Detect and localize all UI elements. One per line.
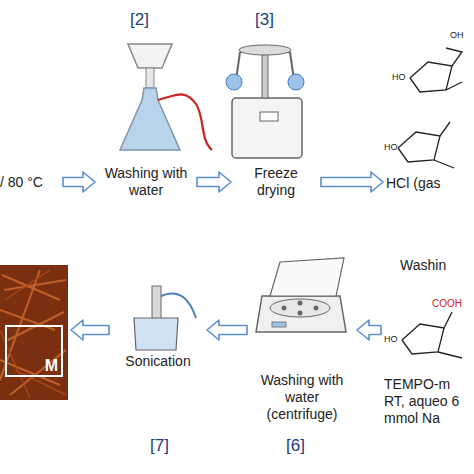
- atom-label: OH: [450, 30, 464, 40]
- step-label: HCl (gas: [386, 172, 472, 194]
- step-label: Freeze drying: [234, 162, 318, 202]
- sonicator: [134, 286, 196, 350]
- step-text: HCl (gas: [386, 175, 472, 192]
- process-arrow: [71, 320, 109, 340]
- callout-number: [7]: [150, 436, 169, 456]
- process-arrow: [197, 172, 231, 192]
- step-label: Washing with water: [98, 162, 194, 202]
- callout-number: [3]: [255, 10, 274, 30]
- atom-label: HO: [384, 334, 398, 344]
- step-label: Sonication: [112, 350, 204, 372]
- cellulose-structure: [398, 48, 462, 358]
- step-label: TEMPO-m RT, aqueo 6 mmol Na: [384, 376, 472, 434]
- photo-panel: M: [0, 265, 68, 400]
- step-text: Washing with water (centrifuge): [250, 372, 354, 423]
- filter-flask: [120, 44, 212, 150]
- step-text: Washing with water: [98, 165, 194, 199]
- step-text: Freeze drying: [234, 165, 318, 199]
- atom-label: HO: [392, 72, 406, 82]
- fibre-photo: [0, 265, 68, 400]
- callout-number: [2]: [130, 10, 149, 30]
- step-text: M: [0, 357, 58, 374]
- atom-label: COOH: [432, 298, 462, 309]
- atom-label: HO: [384, 142, 398, 152]
- freeze-dryer: [226, 45, 304, 158]
- step-text: Washin: [400, 257, 472, 274]
- step-text: / 80 °C: [0, 174, 60, 191]
- step-label: Washing with water (centrifuge): [250, 372, 354, 423]
- process-arrow: [321, 172, 383, 192]
- process-arrow: [207, 320, 247, 340]
- step-text: TEMPO-m RT, aqueo 6 mmol Na: [384, 376, 472, 427]
- centrifuge: [256, 258, 346, 332]
- step-label: Washin: [400, 254, 472, 276]
- callout-number: [6]: [286, 436, 305, 456]
- step-text: Sonication: [112, 353, 204, 370]
- process-arrow: [63, 172, 95, 192]
- process-arrow: [357, 320, 381, 340]
- step-label: / 80 °C: [0, 170, 60, 194]
